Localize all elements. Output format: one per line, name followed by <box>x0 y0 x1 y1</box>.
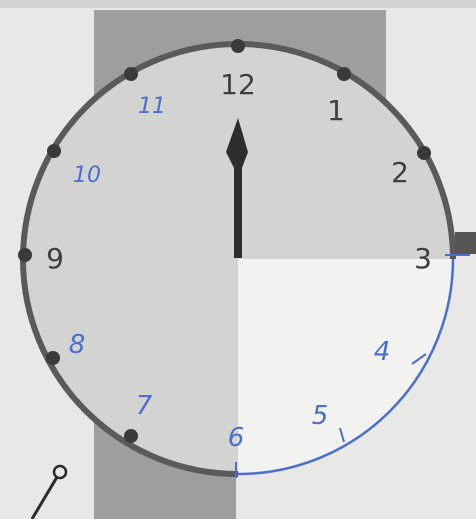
handwritten-11: 11 <box>138 94 166 119</box>
top-strip <box>0 0 476 8</box>
number-6: 6 <box>228 423 245 453</box>
number-12: 12 <box>220 68 256 101</box>
marker-2 <box>417 146 431 160</box>
handwritten-4: 4 <box>374 337 391 367</box>
number-1: 1 <box>327 94 345 127</box>
marker-9 <box>18 248 32 262</box>
marker-7 <box>124 429 138 443</box>
marker-1 <box>337 67 351 81</box>
handwritten-5: 5 <box>312 401 329 431</box>
number-3: 3 <box>414 242 432 275</box>
number-2: 2 <box>391 156 409 189</box>
pin-head <box>54 466 66 478</box>
handwritten-10: 10 <box>73 163 101 188</box>
marker-11 <box>124 67 138 81</box>
handwritten-8: 8 <box>69 330 86 360</box>
handwritten-7: 7 <box>136 391 153 421</box>
marker-10 <box>47 144 61 158</box>
number-9: 9 <box>46 242 64 275</box>
marker-12 <box>231 39 245 53</box>
marker-8 <box>46 351 60 365</box>
rim-tab <box>455 232 476 254</box>
